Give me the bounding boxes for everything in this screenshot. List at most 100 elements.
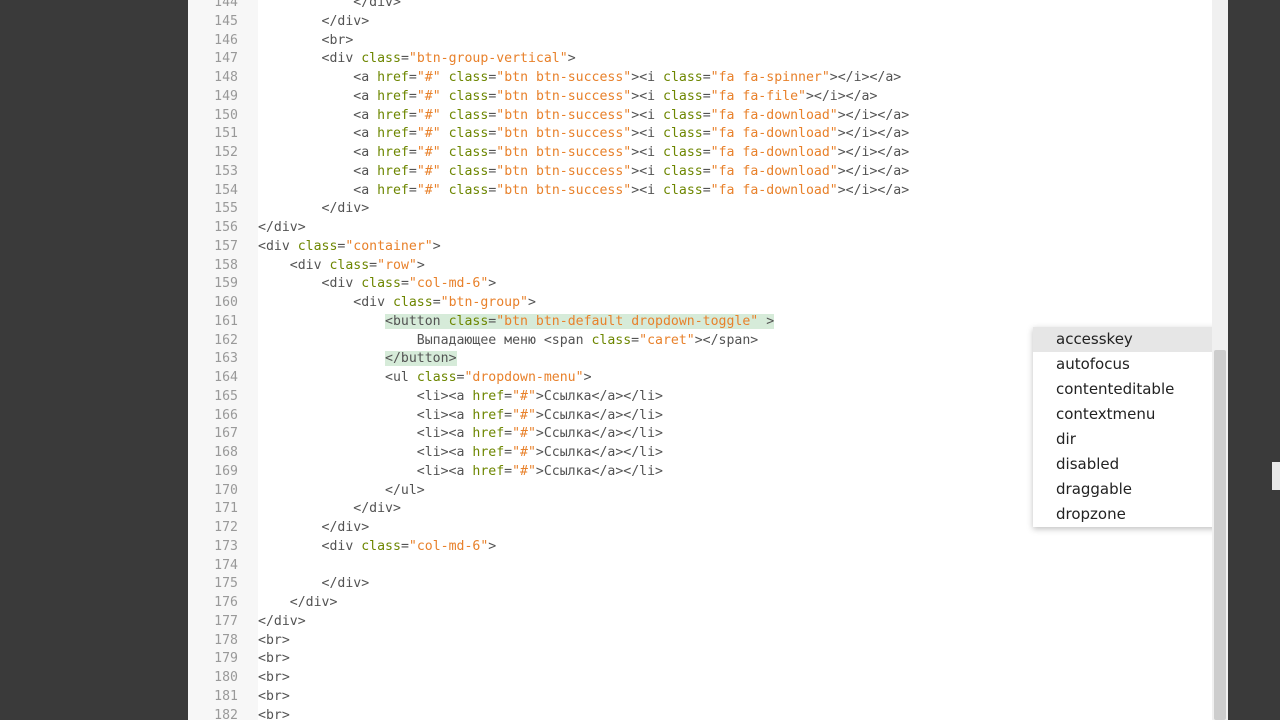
- code-line[interactable]: 146 <br>: [188, 31, 1188, 50]
- code-text[interactable]: </div>: [258, 574, 370, 593]
- code-line[interactable]: 164 <ul class="dropdown-menu">: [188, 368, 1188, 387]
- code-line[interactable]: 168 <li><a href="#">Ссылка</a></li>: [188, 443, 1188, 462]
- code-text[interactable]: <a href="#" class="btn btn-success"><i c…: [258, 143, 909, 162]
- code-text[interactable]: <br>: [258, 649, 290, 668]
- code-text[interactable]: <div class="row">: [258, 256, 425, 275]
- code-line[interactable]: 176 </div>: [188, 593, 1188, 612]
- code-line[interactable]: 179<br>: [188, 649, 1188, 668]
- code-line[interactable]: 155 </div>: [188, 199, 1188, 218]
- code-line[interactable]: 171 </div>: [188, 499, 1188, 518]
- code-text[interactable]: <li><a href="#">Ссылка</a></li>: [258, 462, 663, 481]
- code-text[interactable]: <div class="container">: [258, 237, 441, 256]
- code-text[interactable]: <br>: [258, 31, 354, 50]
- code-text[interactable]: <a href="#" class="btn btn-success"><i c…: [258, 124, 909, 143]
- code-line[interactable]: 174: [188, 556, 1188, 575]
- code-text[interactable]: <li><a href="#">Ссылка</a></li>: [258, 424, 663, 443]
- code-text[interactable]: <button class="btn btn-default dropdown-…: [258, 312, 775, 331]
- code-text[interactable]: <br>: [258, 687, 290, 706]
- code-text[interactable]: </div>: [258, 612, 306, 631]
- token-tag: =: [408, 163, 417, 179]
- code-line[interactable]: 161 <button class="btn btn-default dropd…: [188, 312, 1188, 331]
- code-text[interactable]: <div class="btn-group-vertical">: [258, 49, 576, 68]
- token-str: "#": [416, 163, 441, 179]
- code-line[interactable]: 154 <a href="#" class="btn btn-success">…: [188, 181, 1188, 200]
- code-line[interactable]: 150 <a href="#" class="btn btn-success">…: [188, 106, 1188, 125]
- code-line[interactable]: 156</div>: [188, 218, 1188, 237]
- code-line[interactable]: 149 <a href="#" class="btn btn-success">…: [188, 87, 1188, 106]
- token-str: "#": [512, 407, 536, 423]
- code-line[interactable]: 169 <li><a href="#">Ссылка</a></li>: [188, 462, 1188, 481]
- code-text[interactable]: <li><a href="#">Ссылка</a></li>: [258, 443, 663, 462]
- autocomplete-item[interactable]: contenteditable: [1056, 380, 1175, 398]
- code-text[interactable]: <div class="col-md-6">: [258, 274, 497, 293]
- code-text[interactable]: </div>: [258, 518, 370, 537]
- code-text[interactable]: </div>: [258, 593, 338, 612]
- autocomplete-item[interactable]: dir: [1056, 430, 1076, 448]
- code-text[interactable]: <a href="#" class="btn btn-success"><i c…: [258, 162, 909, 181]
- code-line[interactable]: 147 <div class="btn-group-vertical">: [188, 49, 1188, 68]
- token-attr: class: [448, 145, 489, 160]
- code-editor[interactable]: 144 </div>145 </div>146 <br>147 <div cla…: [188, 0, 1228, 720]
- code-line[interactable]: 165 <li><a href="#">Ссылка</a></li>: [188, 387, 1188, 406]
- code-line[interactable]: 157<div class="container">: [188, 237, 1188, 256]
- code-text[interactable]: <li><a href="#">Ссылка</a></li>: [258, 406, 663, 425]
- code-text[interactable]: <a href="#" class="btn btn-success"><i c…: [258, 106, 909, 125]
- token-tag: >: [416, 257, 425, 273]
- autocomplete-item[interactable]: accesskey: [1033, 327, 1228, 352]
- code-text[interactable]: <br>: [258, 631, 290, 650]
- autocomplete-item[interactable]: draggable: [1056, 480, 1133, 498]
- code-text[interactable]: <ul class="dropdown-menu">: [258, 368, 591, 387]
- code-text[interactable]: <a href="#" class="btn btn-success"><i c…: [258, 68, 901, 87]
- code-line[interactable]: 167 <li><a href="#">Ссылка</a></li>: [188, 424, 1188, 443]
- code-text[interactable]: Выпадающее меню <span class="caret"></sp…: [258, 331, 758, 350]
- autocomplete-popup[interactable]: accesskey autofocus contenteditable context…: [1033, 327, 1228, 527]
- code-line[interactable]: 153 <a href="#" class="btn btn-success">…: [188, 162, 1188, 181]
- code-line[interactable]: 177</div>: [188, 612, 1188, 631]
- code-line[interactable]: 178<br>: [188, 631, 1188, 650]
- code-text[interactable]: </div>: [258, 218, 306, 237]
- code-text[interactable]: </div>: [258, 199, 370, 218]
- code-line[interactable]: 163 </button>: [188, 349, 1188, 368]
- code-line[interactable]: 170 </ul>: [188, 481, 1188, 500]
- code-line[interactable]: 158 <div class="row">: [188, 256, 1188, 275]
- editor-scrollbar-thumb[interactable]: [1214, 350, 1226, 720]
- code-text[interactable]: <br>: [258, 706, 290, 720]
- code-line[interactable]: 148 <a href="#" class="btn btn-success">…: [188, 68, 1188, 87]
- token-attr: href: [377, 145, 409, 160]
- code-text[interactable]: <a href="#" class="btn btn-success"><i c…: [258, 181, 909, 200]
- token-tag: <br>: [258, 688, 290, 704]
- token-tag: <div: [353, 295, 393, 310]
- code-text[interactable]: </div>: [258, 12, 370, 31]
- code-line[interactable]: 162 Выпадающее меню <span class="caret">…: [188, 331, 1188, 350]
- autocomplete-item[interactable]: disabled: [1056, 455, 1120, 473]
- code-text[interactable]: </ul>: [258, 481, 425, 500]
- code-line[interactable]: 159 <div class="col-md-6">: [188, 274, 1188, 293]
- code-text[interactable]: <li><a href="#">Ссылка</a></li>: [258, 387, 663, 406]
- token-tag: =: [504, 445, 513, 460]
- code-line[interactable]: 166 <li><a href="#">Ссылка</a></li>: [188, 406, 1188, 425]
- code-line[interactable]: 175 </div>: [188, 574, 1188, 593]
- autocomplete-list[interactable]: accesskey autofocus contenteditable context…: [1033, 327, 1228, 527]
- code-line[interactable]: 172 </div>: [188, 518, 1188, 537]
- code-line[interactable]: 160 <div class="btn-group">: [188, 293, 1188, 312]
- token-tag: <div: [258, 238, 298, 254]
- code-line[interactable]: 181<br>: [188, 687, 1188, 706]
- code-text[interactable]: <br>: [258, 668, 290, 687]
- code-text[interactable]: <a href="#" class="btn btn-success"><i c…: [258, 87, 877, 106]
- code-line[interactable]: 151 <a href="#" class="btn btn-success">…: [188, 124, 1188, 143]
- code-text[interactable]: <div class="btn-group">: [258, 293, 536, 312]
- autocomplete-item[interactable]: contextmenu: [1056, 405, 1156, 423]
- code-line[interactable]: 182<br>: [188, 706, 1188, 720]
- code-text[interactable]: </div>: [258, 499, 401, 518]
- code-text[interactable]: </button>: [258, 349, 457, 368]
- code-line[interactable]: 173 <div class="col-md-6">: [188, 537, 1188, 556]
- code-text[interactable]: <div class="col-md-6">: [258, 537, 497, 556]
- code-line[interactable]: 180<br>: [188, 668, 1188, 687]
- code-text[interactable]: </div>: [258, 0, 401, 12]
- autocomplete-item[interactable]: dropzone: [1056, 505, 1126, 523]
- code-line[interactable]: 144 </div>: [188, 0, 1188, 12]
- code-line[interactable]: 152 <a href="#" class="btn btn-success">…: [188, 143, 1188, 162]
- token-attr: class: [663, 163, 703, 179]
- code-line[interactable]: 145 </div>: [188, 12, 1188, 31]
- autocomplete-item[interactable]: autofocus: [1056, 355, 1130, 373]
